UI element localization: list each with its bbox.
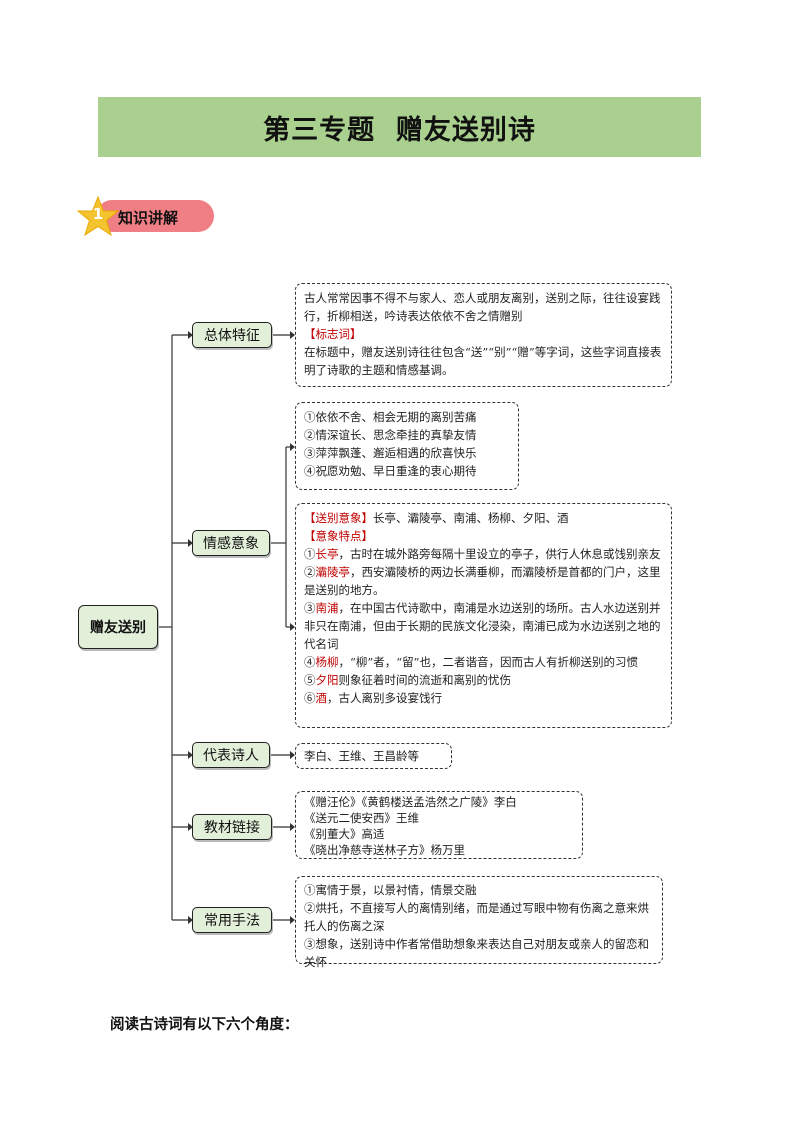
node-textbook: 教材链接 [192, 814, 272, 840]
item-number: ① [304, 547, 316, 561]
feeling-item: ①依依不舍、相会无期的离别苦痛 [304, 410, 477, 424]
title-banner: 第三专题 赠友送别诗 [98, 97, 701, 157]
section-badge: 1 知识讲解 [76, 196, 216, 238]
imagery-keyword: 灞陵亭 [315, 565, 351, 579]
imagery-desc: ，西安灞陵桥的两边长满垂柳，而灞陵桥是首都的门户，这里是送别的地方。 [304, 565, 661, 597]
page-title: 第三专题 赠友送别诗 [263, 114, 536, 146]
imagery-list-line: 【送别意象】长亭、灞陵亭、南浦、杨柳、夕阳、酒 [304, 509, 663, 527]
item-number: ④ [304, 655, 316, 669]
imagery-item: ⑤夕阳则象征着时间的流逝和离别的忧伤 [304, 671, 663, 689]
feeling-item: ②情深谊长、思念牵挂的真挚友情 [304, 428, 477, 442]
feeling-item: ③萍萍飘蓬、邂逅相遇的欣喜快乐 [304, 446, 477, 460]
item-number: ⑥ [304, 691, 316, 705]
imagery-keyword: 杨柳 [315, 655, 339, 669]
imagery-desc: ，“柳”者，“留”也，二者谐音，因而古人有折柳送别的习惯 [338, 655, 639, 669]
item-number: ② [304, 565, 316, 579]
textbook-box: 《赠汪伦》《黄鹤楼送孟浩然之广陵》李白 《送元二使安西》王维 《别董大》高适 《… [295, 791, 583, 859]
keyword-text: 在标题中，赠友送别诗往往包含“送”“别”“赠”等字词，这些字词直接表明了诗歌的主… [304, 345, 662, 377]
overview-box: 古人常常因事不得不与家人、恋人或朋友离别，送别之际，往往设宴践行，折柳相送，吟诗… [295, 283, 672, 387]
imagery-list: 长亭、灞陵亭、南浦、杨柳、夕阳、酒 [373, 511, 569, 525]
technique-item: ③想象，送别诗中作者常借助想象来表达自己对朋友或亲人的留恋和关怀 [304, 937, 649, 969]
item-number: ③ [304, 601, 316, 615]
imagery-keyword: 酒 [315, 691, 328, 705]
poets-box: 李白、王维、王昌龄等 [295, 743, 452, 769]
imagery-desc: 则象征着时间的流逝和离别的忧伤 [338, 673, 512, 687]
node-techniques: 常用手法 [192, 907, 272, 933]
imagery-item: ⑥酒，古人离别多设宴饯行 [304, 689, 663, 707]
feeling-item: ④祝愿劝勉、早日重逢的衷心期待 [304, 464, 477, 478]
imagery-tag: 【送别意象】 [304, 511, 373, 525]
section-label: 知识讲解 [118, 209, 179, 227]
imagery-item: ②灞陵亭，西安灞陵桥的两边长满垂柳，而灞陵桥是首都的门户，这里是送别的地方。 [304, 563, 663, 599]
node-emotion-imagery: 情感意象 [192, 530, 270, 556]
item-number: ⑤ [304, 673, 316, 687]
imagery-desc: ，在中国古代诗歌中，南浦是水边送别的场所。古人水边送别并非只在南浦，但由于长期的… [304, 601, 661, 651]
technique-item: ①寓情于景，以景衬情，情景交融 [304, 883, 477, 897]
node-poets: 代表诗人 [192, 742, 270, 768]
imagery-item: ④杨柳，“柳”者，“留”也，二者谐音，因而古人有折柳送别的习惯 [304, 653, 663, 671]
feelings-box: ①依依不舍、相会无期的离别苦痛 ②情深谊长、思念牵挂的真挚友情 ③萍萍飘蓬、邂逅… [295, 402, 519, 490]
imagery-box: 【送别意象】长亭、灞陵亭、南浦、杨柳、夕阳、酒 【意象特点】 ①长亭，古时在城外… [295, 503, 672, 728]
mindmap-root: 赠友送别 [78, 605, 158, 649]
imagery-item: ③南浦，在中国古代诗歌中，南浦是水边送别的场所。古人水边送别并非只在南浦，但由于… [304, 599, 663, 653]
imagery-desc: ，古时在城外路旁每隔十里设立的亭子，供行人休息或饯别亲友 [338, 547, 661, 561]
textbook-line: 《赠汪伦》《黄鹤楼送孟浩然之广陵》李白 [304, 795, 517, 809]
section-pill [96, 200, 214, 232]
imagery-desc: ，古人离别多设宴饯行 [327, 691, 442, 705]
node-overview: 总体特征 [192, 322, 272, 348]
imagery-item: ①长亭，古时在城外路旁每隔十里设立的亭子，供行人休息或饯别亲友 [304, 545, 663, 563]
techniques-box: ①寓情于景，以景衬情，情景交融 ②烘托，不直接写人的离情别绪，而是通过写眼中物有… [295, 876, 663, 969]
textbook-line: 《晓出净慈寺送林子方》杨万里 [304, 843, 465, 857]
overview-text: 古人常常因事不得不与家人、恋人或朋友离别，送别之际，往往设宴践行，折柳相送，吟诗… [304, 291, 661, 323]
imagery-keyword: 南浦 [315, 601, 339, 615]
textbook-line: 《送元二使安西》王维 [304, 811, 419, 825]
poets-text: 李白、王维、王昌龄等 [304, 749, 419, 763]
imagery-keyword: 夕阳 [315, 673, 339, 687]
technique-item: ②烘托，不直接写人的离情别绪，而是通过写眼中物有伤离之意来烘托人的伤离之深 [304, 901, 649, 933]
reading-angles-heading: 阅读古诗词有以下六个角度： [110, 1016, 299, 1033]
star-icon [76, 196, 120, 237]
keyword-tag: 【标志词】 [304, 327, 362, 341]
textbook-line: 《别董大》高适 [304, 827, 385, 841]
section-number: 1 [92, 205, 104, 223]
imagery-keyword: 长亭 [315, 547, 339, 561]
imagery-feature-tag: 【意象特点】 [304, 529, 373, 543]
